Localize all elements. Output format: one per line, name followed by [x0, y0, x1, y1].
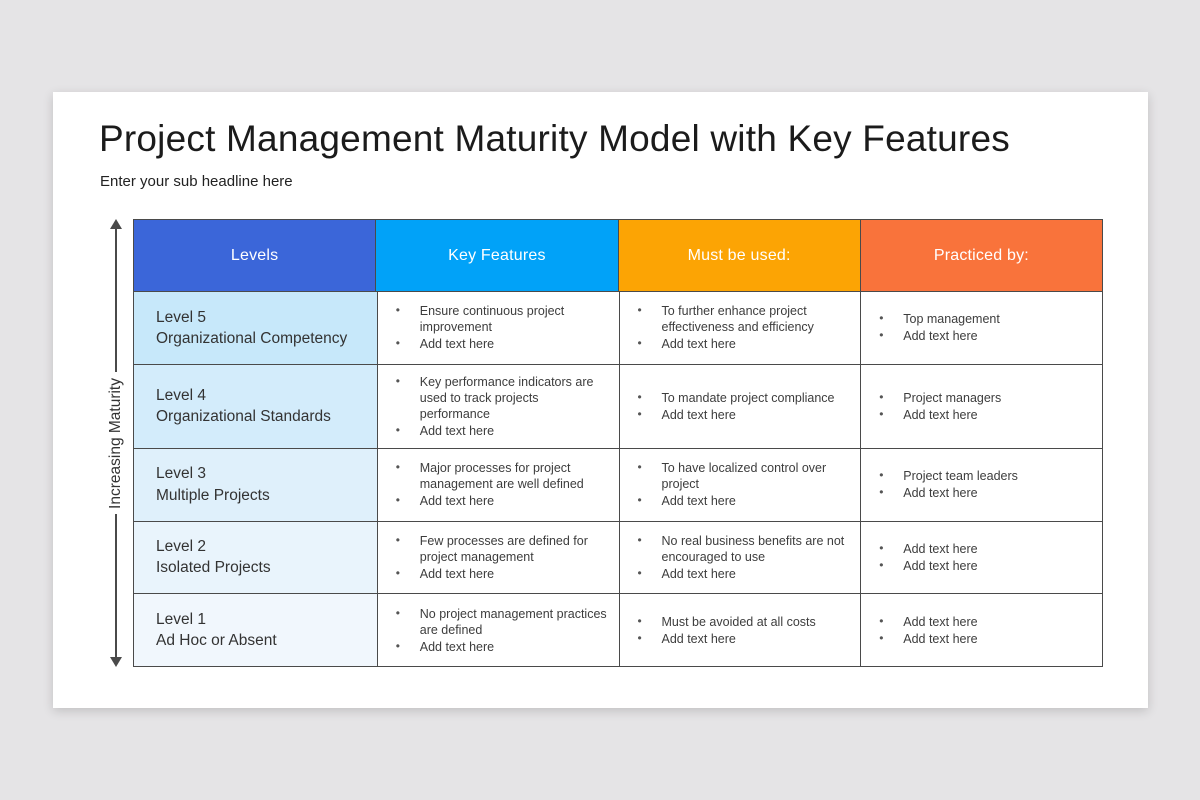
level-name: Organizational Competency	[156, 329, 348, 347]
bullet-item: Add text here	[873, 614, 1094, 630]
axis-line-top	[115, 229, 117, 372]
bullet-item: To mandate project compliance	[632, 390, 853, 406]
table-row: Level 1 Ad Hoc or Absent No project manage…	[134, 593, 1102, 666]
bullet-item: Few processes are defined for project ma…	[390, 533, 611, 565]
header-levels: Levels	[134, 220, 376, 291]
bullet-list: No real business benefits are not encour…	[632, 532, 853, 583]
bullet-item: Add text here	[390, 639, 611, 655]
table-header-row: Levels Key Features Must be used: Practi…	[134, 220, 1102, 292]
bullet-list: Major processes for project management a…	[390, 459, 611, 510]
axis-line-bottom	[115, 514, 117, 658]
bullet-item: Top management	[873, 311, 1094, 327]
bullet-list: Key performance indicators are used to t…	[390, 373, 611, 440]
header-practiced-by: Practiced by:	[859, 220, 1102, 291]
slide-card: Project Management Maturity Model with K…	[53, 92, 1148, 708]
level-number: Level 3	[156, 465, 206, 483]
must-be-used-cell: No real business benefits are not encour…	[618, 521, 861, 594]
bullet-item: Project team leaders	[873, 468, 1094, 484]
increasing-maturity-axis: Increasing Maturity	[105, 219, 127, 668]
practiced-by-cell: Add text hereAdd text here	[860, 594, 1102, 666]
level-cell: Level 2 Isolated Projects	[134, 521, 377, 594]
header-key-features: Key Features	[375, 220, 618, 291]
must-be-used-cell: To further enhance project effectiveness…	[618, 292, 861, 364]
bullet-item: Add text here	[632, 566, 853, 582]
bullet-list: Add text hereAdd text here	[873, 540, 1094, 575]
bullet-item: No project management practices are defi…	[390, 606, 611, 638]
page-subtitle: Enter your sub headline here	[100, 173, 293, 190]
bullet-list: No project management practices are defi…	[390, 605, 611, 656]
page-title: Project Management Maturity Model with K…	[99, 118, 1010, 159]
bullet-list: To mandate project complianceAdd text he…	[632, 389, 853, 424]
table-row: Level 5 Organizational Competency Ensure c…	[134, 292, 1102, 364]
bullet-list: Few processes are defined for project ma…	[390, 532, 611, 583]
header-must-be-used: Must be used:	[617, 220, 860, 291]
bullet-item: To have localized control over project	[632, 460, 853, 492]
bullet-item: No real business benefits are not encour…	[632, 533, 853, 565]
maturity-table: Levels Key Features Must be used: Practi…	[133, 219, 1103, 667]
bullet-item: Add text here	[873, 558, 1094, 574]
axis-label: Increasing Maturity	[107, 377, 124, 509]
must-be-used-cell: Must be avoided at all costsAdd text her…	[618, 594, 861, 666]
level-name: Organizational Standards	[156, 408, 331, 426]
bullet-item: Add text here	[390, 566, 611, 582]
must-be-used-cell: To mandate project complianceAdd text he…	[618, 364, 861, 448]
level-name: Isolated Projects	[156, 559, 271, 577]
bullet-item: Add text here	[632, 336, 853, 352]
key-features-cell: Ensure continuous project improvementAdd…	[376, 292, 619, 364]
bullet-list: Ensure continuous project improvementAdd…	[390, 302, 611, 353]
level-cell: Level 1 Ad Hoc or Absent	[134, 594, 377, 666]
bullet-list: To further enhance project effectiveness…	[632, 302, 853, 353]
level-number: Level 4	[156, 386, 206, 404]
level-number: Level 2	[156, 538, 206, 555]
bullet-item: To further enhance project effectiveness…	[632, 303, 853, 335]
practiced-by-cell: Project managersAdd text here	[860, 364, 1102, 448]
level-cell: Level 3 Multiple Projects	[134, 448, 377, 521]
bullet-list: Project managersAdd text here	[873, 389, 1094, 424]
bullet-list: Project team leadersAdd text here	[873, 467, 1094, 502]
bullet-item: Project managers	[873, 390, 1094, 406]
key-features-cell: Major processes for project management a…	[376, 448, 619, 521]
bullet-item: Add text here	[390, 493, 611, 509]
bullet-item: Add text here	[632, 407, 853, 423]
level-name: Ad Hoc or Absent	[156, 632, 277, 650]
bullet-list: To have localized control over projectAd…	[632, 459, 853, 510]
bullet-item: Key performance indicators are used to t…	[390, 374, 611, 422]
bullet-item: Add text here	[632, 493, 853, 509]
bullet-item: Ensure continuous project improvement	[390, 303, 611, 335]
key-features-cell: Key performance indicators are used to t…	[376, 364, 619, 448]
key-features-cell: Few processes are defined for project ma…	[376, 521, 619, 594]
level-number: Level 1	[156, 610, 206, 628]
bullet-item: Add text here	[873, 541, 1094, 557]
bullet-item: Add text here	[873, 407, 1094, 423]
table-row: Level 2 Isolated Projects Few processes ar…	[134, 520, 1102, 594]
level-number: Level 5	[156, 308, 206, 326]
table-row: Level 4 Organizational Standards Key perfo…	[134, 363, 1102, 448]
bullet-item: Add text here	[873, 631, 1094, 647]
bullet-item: Add text here	[873, 485, 1094, 501]
bullet-item: Add text here	[873, 328, 1094, 344]
practiced-by-cell: Top managementAdd text here	[860, 292, 1102, 364]
table-row: Level 3 Multiple Projects Major processes …	[134, 447, 1102, 521]
level-cell: Level 4 Organizational Standards	[134, 364, 377, 448]
bullet-item: Add text here	[390, 423, 611, 439]
practiced-by-cell: Project team leadersAdd text here	[860, 448, 1102, 521]
bullet-item: Add text here	[390, 336, 611, 352]
arrow-down-icon	[110, 657, 122, 668]
level-name: Multiple Projects	[156, 486, 270, 504]
bullet-item: Must be avoided at all costs	[632, 614, 853, 630]
arrow-up-icon	[110, 219, 122, 229]
bullet-list: Add text hereAdd text here	[873, 613, 1094, 648]
bullet-list: Top managementAdd text here	[873, 310, 1094, 345]
practiced-by-cell: Add text hereAdd text here	[860, 521, 1102, 594]
bullet-item: Add text here	[632, 631, 853, 647]
level-cell: Level 5 Organizational Competency	[134, 292, 377, 364]
must-be-used-cell: To have localized control over projectAd…	[618, 448, 861, 521]
key-features-cell: No project management practices are defi…	[376, 594, 619, 666]
bullet-item: Major processes for project management a…	[390, 460, 611, 492]
bullet-list: Must be avoided at all costsAdd text her…	[632, 613, 853, 648]
table-body: Level 5 Organizational Competency Ensure c…	[134, 292, 1102, 666]
